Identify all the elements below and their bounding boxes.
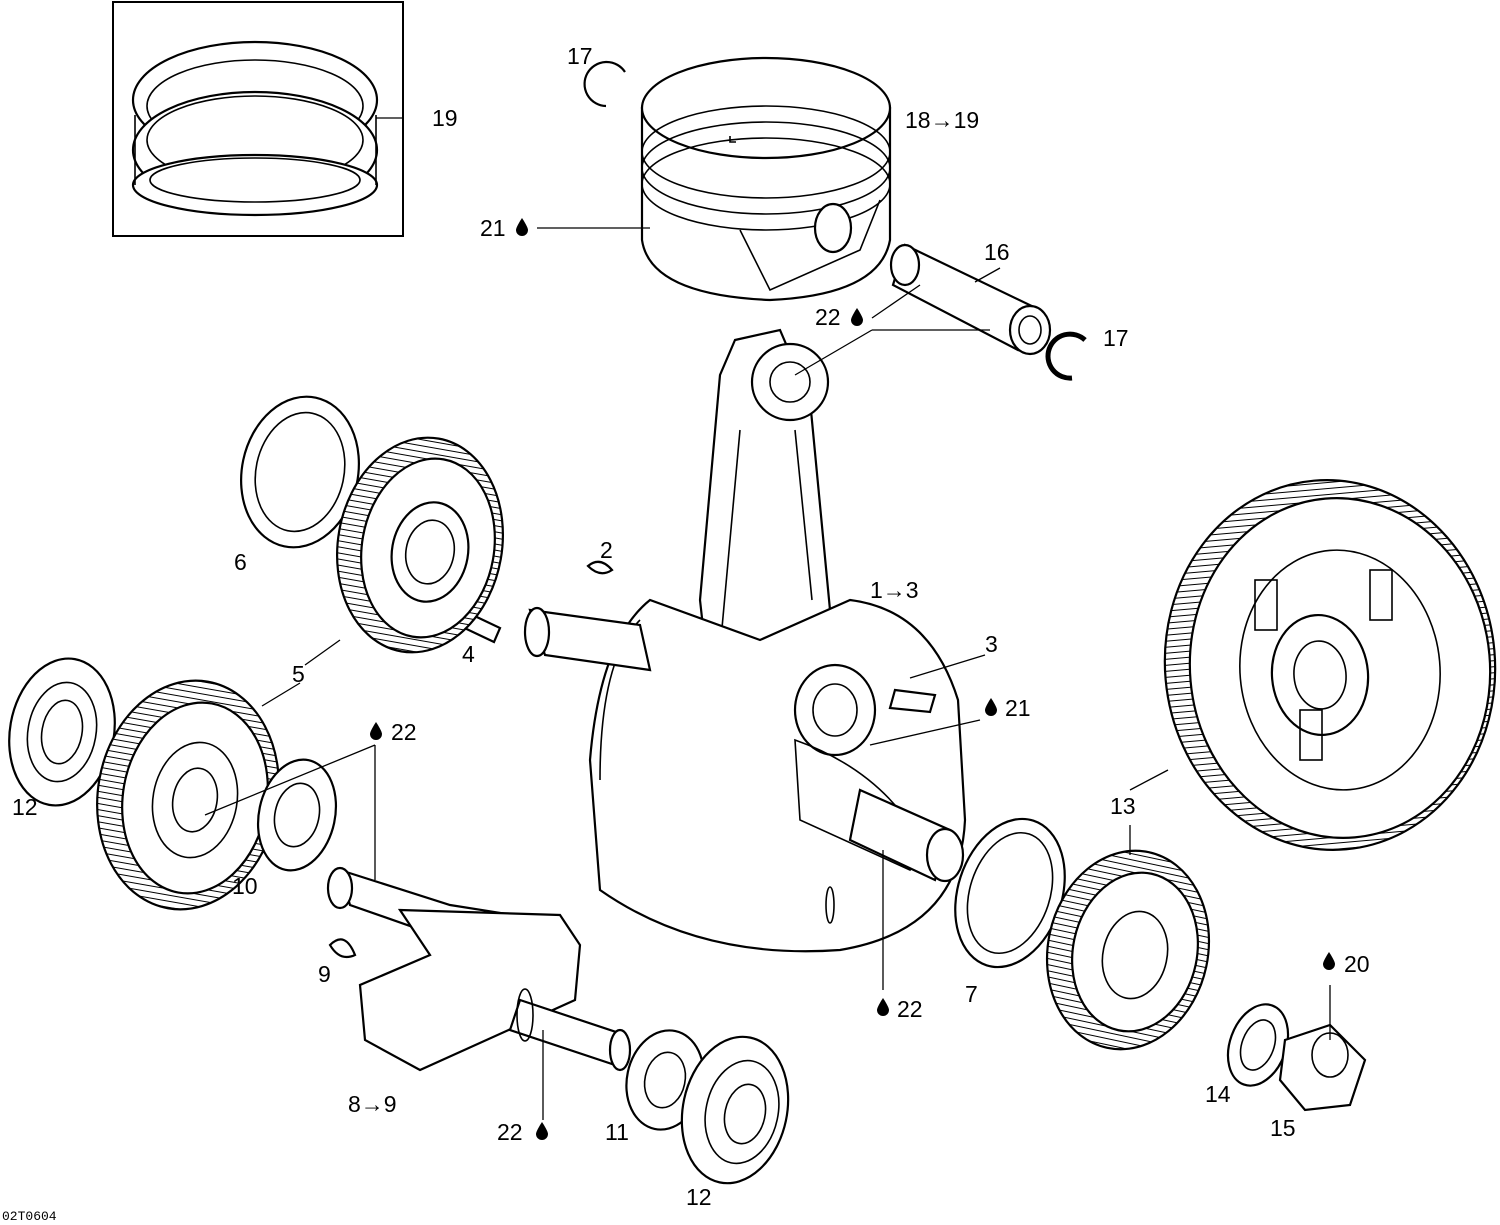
oil-drop-icon bbox=[851, 308, 863, 326]
label-20: 20 bbox=[1344, 951, 1370, 977]
label-16: 16 bbox=[984, 239, 1010, 265]
oil-drop-icon bbox=[536, 1122, 548, 1140]
oil-drop-icon bbox=[370, 722, 382, 740]
washer-7 bbox=[954, 817, 1066, 969]
label-2: 2 bbox=[600, 537, 613, 563]
balancer-gear bbox=[96, 679, 280, 911]
washer-10 bbox=[256, 758, 338, 872]
label-11: 11 bbox=[605, 1119, 629, 1145]
label-17-right: 17 bbox=[1103, 325, 1129, 351]
label-21-piston: 21 bbox=[480, 215, 506, 241]
label-17-top: 17 bbox=[567, 43, 593, 69]
label-19: 19 bbox=[432, 105, 458, 131]
key-9 bbox=[328, 938, 357, 959]
label-18: 18→19 bbox=[905, 107, 979, 133]
label-10: 10 bbox=[232, 873, 258, 899]
label-1: 1→3 bbox=[870, 577, 919, 603]
label-15: 15 bbox=[1270, 1115, 1296, 1141]
label-22-crank: 22 bbox=[897, 996, 923, 1022]
label-12-left: 12 bbox=[12, 794, 38, 820]
label-6: 6 bbox=[234, 549, 247, 575]
circlip-top bbox=[583, 60, 626, 108]
label-8: 8→9 bbox=[348, 1091, 397, 1117]
oil-drop-icon bbox=[877, 998, 889, 1016]
label-22-gear: 22 bbox=[391, 719, 417, 745]
piston-rings-inset bbox=[112, 1, 404, 237]
connecting-rod bbox=[698, 328, 832, 692]
label-5: 5 bbox=[292, 661, 305, 687]
label-4: 4 bbox=[462, 641, 475, 667]
oil-drop-icon bbox=[1323, 952, 1335, 970]
piston-pin bbox=[889, 243, 1052, 356]
label-13: 13 bbox=[1110, 793, 1136, 819]
balancer-shaft bbox=[326, 866, 632, 1072]
callout-labels: 19 17 18→19 21 16 22 17 2 6 1→3 3 4 5 21… bbox=[2, 43, 1370, 1224]
woodruff-key bbox=[586, 560, 614, 575]
ball-bearing-bottom bbox=[680, 1035, 790, 1185]
leader-lines bbox=[204, 227, 1331, 1120]
nut bbox=[1278, 1023, 1367, 1112]
label-9: 9 bbox=[318, 961, 331, 987]
gear-upper bbox=[335, 436, 505, 654]
drive-gear bbox=[1045, 849, 1211, 1051]
crankshaft bbox=[523, 598, 967, 953]
circlip-right bbox=[1045, 331, 1087, 381]
label-12-bottom: 12 bbox=[686, 1184, 712, 1210]
oil-drop-icon bbox=[985, 698, 997, 716]
clutch-housing bbox=[1163, 479, 1497, 851]
piston bbox=[640, 56, 892, 302]
label-14: 14 bbox=[1205, 1081, 1231, 1107]
oil-drop-icon bbox=[516, 218, 528, 236]
label-21-crank: 21 bbox=[1005, 695, 1031, 721]
drawing-code: 02T0604 bbox=[2, 1209, 57, 1224]
label-22-pin: 22 bbox=[815, 304, 841, 330]
label-7: 7 bbox=[965, 981, 978, 1007]
label-22-shaft: 22 bbox=[497, 1119, 523, 1145]
label-3: 3 bbox=[985, 631, 998, 657]
